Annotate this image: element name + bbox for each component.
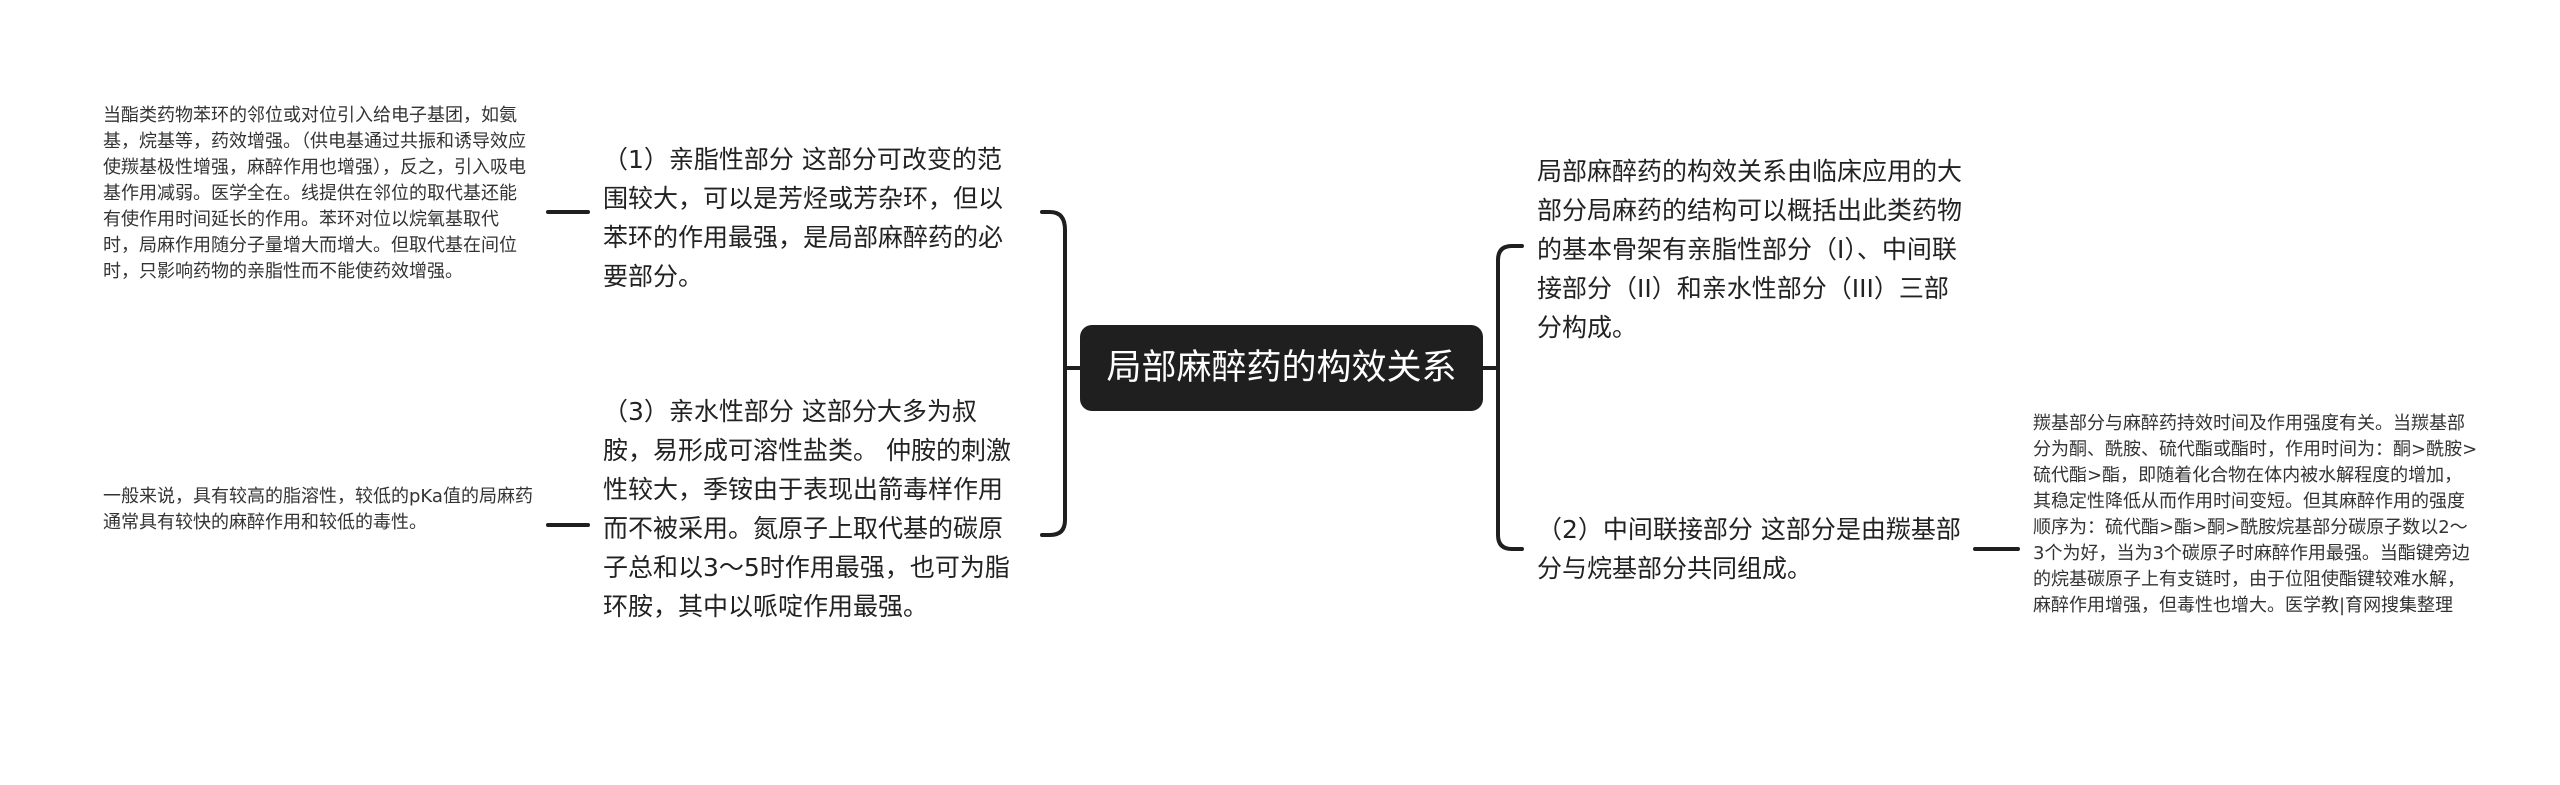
branch-lipophilic[interactable]: （1）亲脂性部分 这部分可改变的范围较大，可以是芳烃或芳杂环，但以苯环的作用最强… xyxy=(603,145,1004,291)
note-lipophilic[interactable]: 当酯类药物苯环的邻位或对位引入给电子基团，如氨基，烷基等，药效增强。（供电基通过… xyxy=(103,105,526,282)
branch-overview[interactable]: 局部麻醉药的构效关系由临床应用的大部分局麻药的结构可以概括出此类药物的基本骨架有… xyxy=(1537,157,1963,342)
branch-hydrophilic[interactable]: （3）亲水性部分 这部分大多为叔胺，易形成可溶性盐类。 仲胺的刺激性较大，季铵由… xyxy=(603,397,1011,621)
note-linker[interactable]: 羰基部分与麻醉药持效时间及作用强度有关。当羰基部分为酮、酰胺、硫代酯或酯时，作用… xyxy=(2033,413,2478,616)
note-hydrophilic[interactable]: 一般来说，具有较高的脂溶性，较低的pKa值的局麻药通常具有较快的麻醉作用和较低的… xyxy=(103,486,533,533)
link-root-left xyxy=(1040,210,1082,537)
root-topic[interactable]: 局部麻醉药的构效关系 xyxy=(1080,325,1483,411)
link-root-right xyxy=(1481,244,1524,551)
branch-linker[interactable]: （2）中间联接部分 这部分是由羰基部分与烷基部分共同组成。 xyxy=(1537,515,1961,583)
